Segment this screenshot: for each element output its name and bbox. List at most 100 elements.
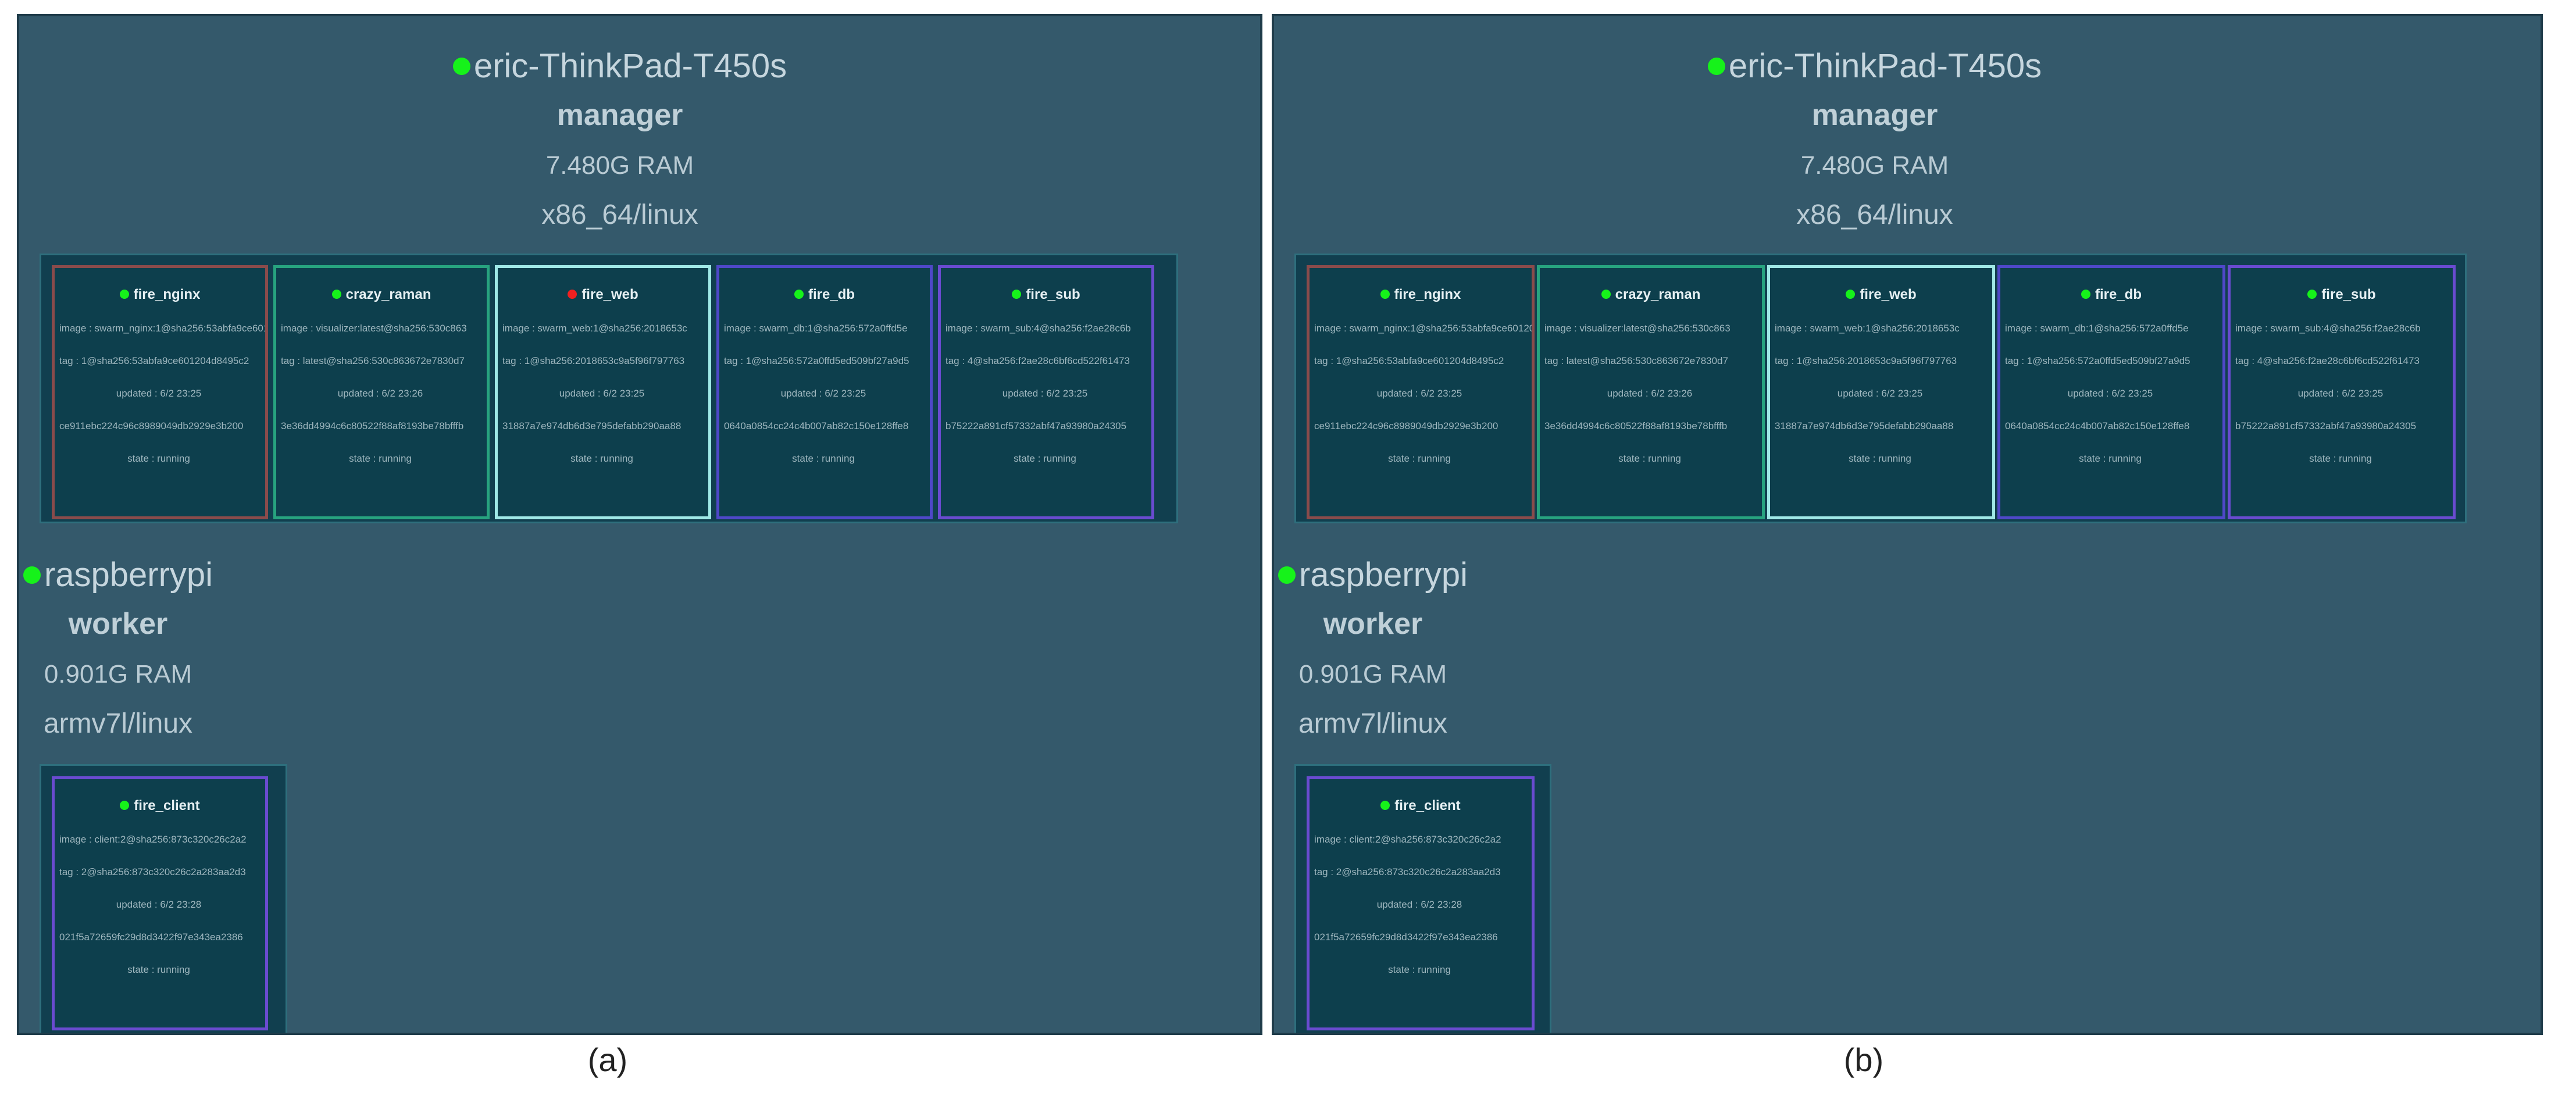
task-status-dot [1012,289,1022,299]
task-status-dot [120,800,130,810]
node-role: manager [556,98,683,132]
task-state: state : running [1014,453,1076,464]
task-image: image : swarm_sub:4@sha256:f2ae28c6b [946,323,1131,334]
task-state: state : running [2079,453,2142,464]
task-tag: tag : 2@sha256:873c320c26c2a283aa2d3 [1314,866,1501,877]
task-state: state : running [1849,453,1911,464]
task-status-dot [331,289,341,299]
task-state: state : running [1618,453,1681,464]
task-tag: tag : 1@sha256:53abfa9ce601204d8495c2 [1314,355,1504,366]
node-role: worker [1323,607,1423,641]
node-status-dot [1278,566,1296,584]
panel-caption-b: (b) [1843,1041,1884,1078]
worker-node-header: raspberrypi worker 0.901G RAM armv7l/lin… [1274,554,1925,741]
node-status-dot [1707,57,1725,75]
task-image: image : visualizer:latest@sha256:530c863 [1544,323,1731,334]
node-ram: 7.480G RAM [545,151,694,180]
task-name: fire_sub [2231,287,2453,303]
task-status-dot [1380,289,1390,299]
task-image: image : swarm_nginx:1@sha256:53abfa9ce60… [59,323,265,334]
task-status-dot [119,289,129,299]
node-hostname: eric-ThinkPad-T450s [1322,45,2427,87]
task-name: fire_sub [941,287,1151,303]
task-updated: updated : 6/2 23:25 [559,388,645,399]
task-name: fire_nginx [1310,287,1532,303]
task-state: state : running [127,964,190,975]
task-tag: tag : 4@sha256:f2ae28c6bf6cd522f61473 [946,355,1130,366]
task-updated: updated : 6/2 23:26 [1607,388,1693,399]
task-state: state : running [570,453,633,464]
task-id: 021f5a72659fc29d8d3422f97e343ea2386 [1314,932,1498,943]
node-hostname: eric-ThinkPad-T450s [67,45,1172,87]
task-updated: updated : 6/2 23:25 [1837,388,1923,399]
task-id: 31887a7e974db6d3e795defabb290aa88 [502,420,682,431]
task-tag: tag : 1@sha256:572a0ffd5ed509bf27a9d5 [724,355,909,366]
swarm-visualizer-panel-b: eric-ThinkPad-T450s manager 7.480G RAM x… [1272,14,2543,1035]
panel-caption-a: (a) [587,1041,628,1078]
task-image: image : swarm_db:1@sha256:572a0ffd5e [724,323,908,334]
task-updated: updated : 6/2 23:25 [780,388,866,399]
worker-node-header: raspberrypi worker 0.901G RAM armv7l/lin… [19,554,670,741]
task-image: image : swarm_sub:4@sha256:f2ae28c6b [2235,323,2421,334]
task-image: image : visualizer:latest@sha256:530c863 [281,323,467,334]
task-status-dot [1601,289,1611,299]
node-ram: 0.901G RAM [1298,660,1447,688]
task-updated: updated : 6/2 23:25 [2297,388,2384,399]
task-id: ce911ebc224c96c8989049db2929e3b200 [1314,420,1498,431]
task-tag: tag : 1@sha256:2018653c9a5f96f797763 [1775,355,1957,366]
task-image: image : swarm_web:1@sha256:2018653c [1775,323,1960,334]
task-status-dot [2307,289,2317,299]
task-tag: tag : 1@sha256:53abfa9ce601204d8495c2 [59,355,249,366]
task-tag: tag : 4@sha256:f2ae28c6bf6cd522f61473 [2235,355,2420,366]
task-id: 0640a0854cc24c4b007ab82c150e128ffe8 [2005,420,2190,431]
node-arch: armv7l/linux [1298,708,1448,739]
task-id: b75222a891cf57332abf47a93980a24305 [2235,420,2417,431]
task-tag: tag : 2@sha256:873c320c26c2a283aa2d3 [59,866,246,877]
task-updated: updated : 6/2 23:28 [1376,899,1462,910]
task-image: image : swarm_nginx:1@sha256:53abfa9ce60… [1314,323,1532,334]
task-name: fire_db [719,287,930,303]
task-state: state : running [349,453,412,464]
node-arch: x86_64/linux [541,199,698,230]
task-id: 3e36dd4994c6c80522f88af8193be78bfffb [281,420,464,431]
task-status-dot [2081,289,2090,299]
task-tag: tag : latest@sha256:530c863672e7830d7 [1544,355,1728,366]
task-image: image : swarm_web:1@sha256:2018653c [502,323,687,334]
task-image: image : client:2@sha256:873c320c26c2a2 [1314,834,1501,845]
task-status-dot [568,289,577,299]
node-arch: armv7l/linux [43,708,193,739]
task-status-dot [1380,800,1390,810]
task-id: 0640a0854cc24c4b007ab82c150e128ffe8 [724,420,909,431]
task-name: crazy_raman [276,287,487,303]
node-hostname: raspberrypi [1274,554,1925,596]
task-name: fire_web [1770,287,1992,303]
node-status-dot [452,57,470,75]
task-status-dot [1846,289,1856,299]
task-updated: updated : 6/2 23:25 [1002,388,1088,399]
task-updated: updated : 6/2 23:26 [337,388,423,399]
node-role: worker [68,607,168,641]
task-name: crazy_raman [1540,287,1762,303]
manager-node-header: eric-ThinkPad-T450s manager 7.480G RAM x… [1322,45,2427,233]
task-updated: updated : 6/2 23:25 [1376,388,1462,399]
task-state: state : running [1388,453,1451,464]
task-updated: updated : 6/2 23:25 [116,388,202,399]
task-id: 3e36dd4994c6c80522f88af8193be78bfffb [1544,420,1728,431]
swarm-visualizer-panel-a: eric-ThinkPad-T450s manager 7.480G RAM x… [17,14,1262,1035]
task-name: fire_db [2000,287,2222,303]
